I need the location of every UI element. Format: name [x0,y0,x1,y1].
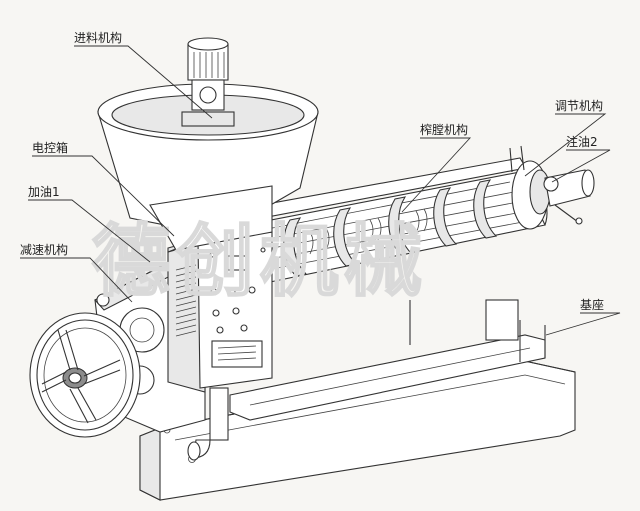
leader-lines [20,45,621,336]
label-adjust-mechanism: 调节机构 [555,98,603,113]
label-oil-add-1: 加油1 [28,185,60,199]
label-base: 基座 [580,297,604,312]
label-press-chamber: 榨膛机构 [420,122,468,137]
base-frame [139,299,576,501]
adjust-end [509,145,595,230]
pulley-wheel [29,312,141,438]
oil-drain-pipe [187,387,229,461]
label-oil-add-2: 注油2 [566,134,598,149]
label-feed-mechanism: 进料机构 [74,30,122,45]
barrel-rings [283,179,498,277]
label-control-box: 电控箱 [32,140,68,155]
label-reducer: 减速机构 [20,242,68,257]
watermark-text: 德创机械 [92,216,428,307]
control-box [167,227,273,393]
